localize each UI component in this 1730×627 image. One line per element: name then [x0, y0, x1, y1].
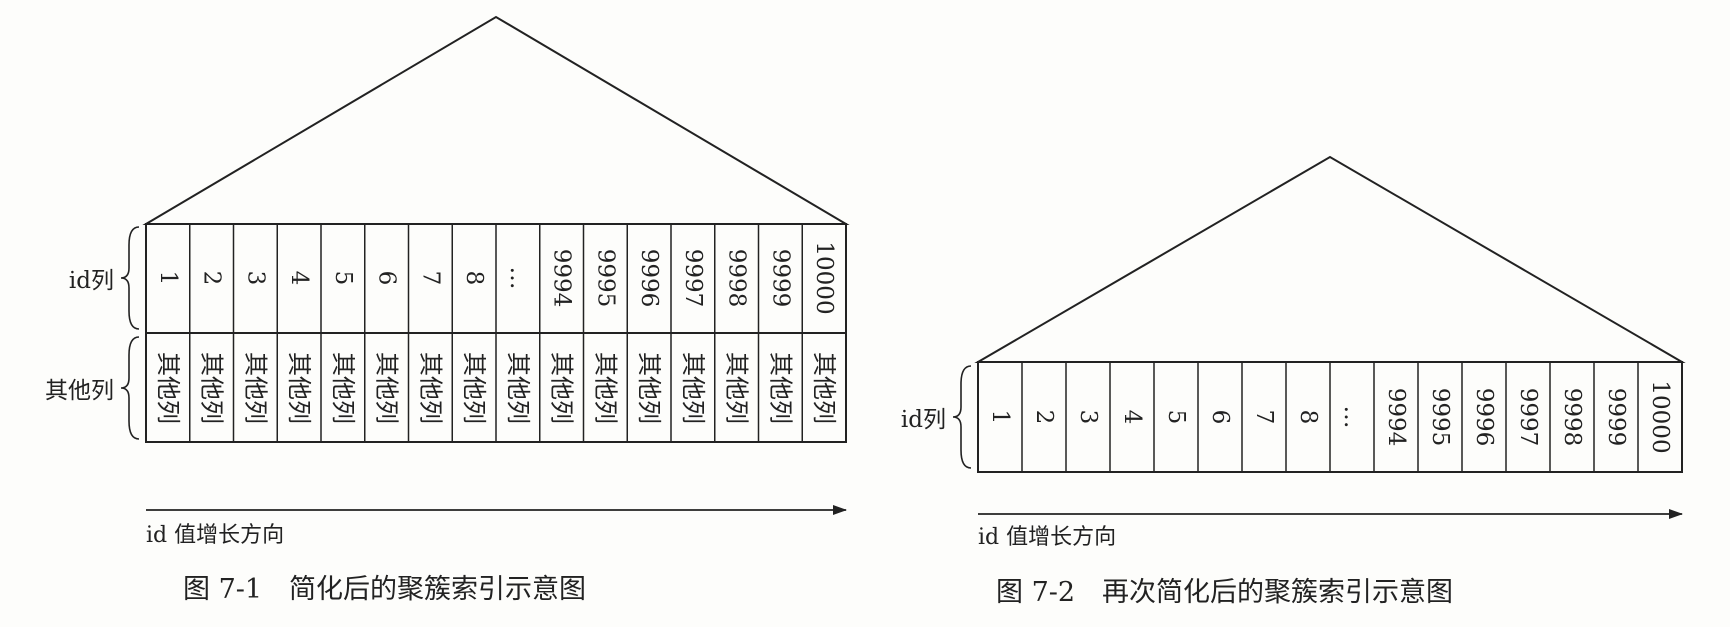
other-column-cells: 其他列其他列其他列其他列其他列其他列其他列其他列其他列其他列其他列其他列其他列其… — [154, 352, 838, 424]
other-column-cell-value: 其他列 — [591, 352, 619, 424]
other-row-brace — [120, 336, 140, 440]
id-cell-value: 9999 — [767, 249, 793, 308]
tree-triangle — [974, 155, 1686, 363]
other-column-cell-value: 其他列 — [723, 352, 751, 424]
other-column-cell-value: 其他列 — [241, 352, 269, 424]
cell-dividers — [1021, 362, 1639, 472]
id-cells: 1 2 3 4 5 6 7 8 … 9994 9995 9996 9997 9998 9999 10000 — [987, 380, 1673, 453]
id-cell-value: 1 — [987, 410, 1013, 425]
id-row-brace — [952, 365, 972, 469]
other-column-cell-value: 其他列 — [548, 352, 576, 424]
id-cell-value: 1 — [155, 271, 181, 286]
other-column-label: 其他列 — [45, 378, 114, 404]
id-cell-value: … — [505, 267, 531, 290]
id-cell-value: 5 — [1163, 410, 1189, 425]
id-cell-value: 2 — [1031, 410, 1057, 425]
other-column-cell-value: 其他列 — [329, 352, 357, 424]
figure-7-1: 1 2 3 4 5 6 7 8 … 9994 9995 9996 9997 9998 9999 10000 其… — [45, 15, 850, 605]
growth-direction-label: id 值增长方向 — [978, 525, 1116, 550]
id-cell-value: 9996 — [636, 249, 662, 308]
figure-caption: 图 7-2 再次简化后的聚簇索引示意图 — [996, 577, 1453, 608]
other-column-cell-value: 其他列 — [635, 352, 663, 424]
id-cell-value: 6 — [374, 271, 400, 286]
id-cell-value: … — [1339, 406, 1365, 429]
figure-caption: 图 7-1 简化后的聚簇索引示意图 — [183, 574, 586, 605]
id-cell-value: 8 — [461, 271, 487, 286]
id-cell-value: 9994 — [549, 249, 575, 308]
id-row-brace — [120, 226, 140, 330]
id-cell-value: 4 — [1119, 410, 1145, 425]
id-cell-value: 9999 — [1603, 388, 1629, 447]
id-cell-value: 4 — [286, 271, 312, 286]
id-cell-value: 5 — [330, 271, 356, 286]
other-column-cell-value: 其他列 — [285, 352, 313, 424]
id-cell-value: 9996 — [1471, 388, 1497, 447]
id-cell-value: 7 — [417, 271, 443, 286]
other-column-cell-value: 其他列 — [504, 352, 532, 424]
id-column-label: id列 — [901, 407, 946, 433]
id-cell-value: 9997 — [1515, 388, 1541, 447]
growth-direction-label: id 值增长方向 — [146, 523, 284, 548]
other-column-cell-value: 其他列 — [198, 352, 226, 424]
id-cell-value: 6 — [1207, 410, 1233, 425]
tree-triangle — [142, 15, 850, 225]
id-cell-value: 9998 — [1559, 388, 1585, 447]
other-column-cell-value: 其他列 — [460, 352, 488, 424]
id-cell-value: 3 — [242, 271, 268, 286]
id-cell-value: 7 — [1251, 410, 1277, 425]
other-column-cell-value: 其他列 — [416, 352, 444, 424]
other-column-cell-value: 其他列 — [154, 352, 182, 424]
id-cell-value: 9994 — [1383, 388, 1409, 447]
id-cell-value: 8 — [1295, 410, 1321, 425]
other-column-cell-value: 其他列 — [766, 352, 794, 424]
id-column-label: id列 — [69, 268, 114, 294]
id-cells: 1 2 3 4 5 6 7 8 … 9994 9995 9996 9997 9998 9999 10000 — [155, 241, 837, 314]
id-cell-value: 10000 — [811, 241, 837, 314]
id-cell-value: 10000 — [1647, 380, 1673, 453]
other-column-cell-value: 其他列 — [373, 352, 401, 424]
id-cell-value: 9995 — [592, 249, 618, 308]
figure-7-2: 1 2 3 4 5 6 7 8 … 9994 9995 9996 9997 9998 9999 10000 i… — [901, 155, 1686, 608]
id-cell-value: 9998 — [724, 249, 750, 308]
cell-dividers — [189, 224, 803, 442]
other-column-cell-value: 其他列 — [810, 352, 838, 424]
id-cell-value: 9995 — [1427, 388, 1453, 447]
other-column-cell-value: 其他列 — [679, 352, 707, 424]
id-cell-value: 2 — [199, 271, 225, 286]
id-cell-value: 9997 — [680, 249, 706, 308]
id-cell-value: 3 — [1075, 410, 1101, 425]
